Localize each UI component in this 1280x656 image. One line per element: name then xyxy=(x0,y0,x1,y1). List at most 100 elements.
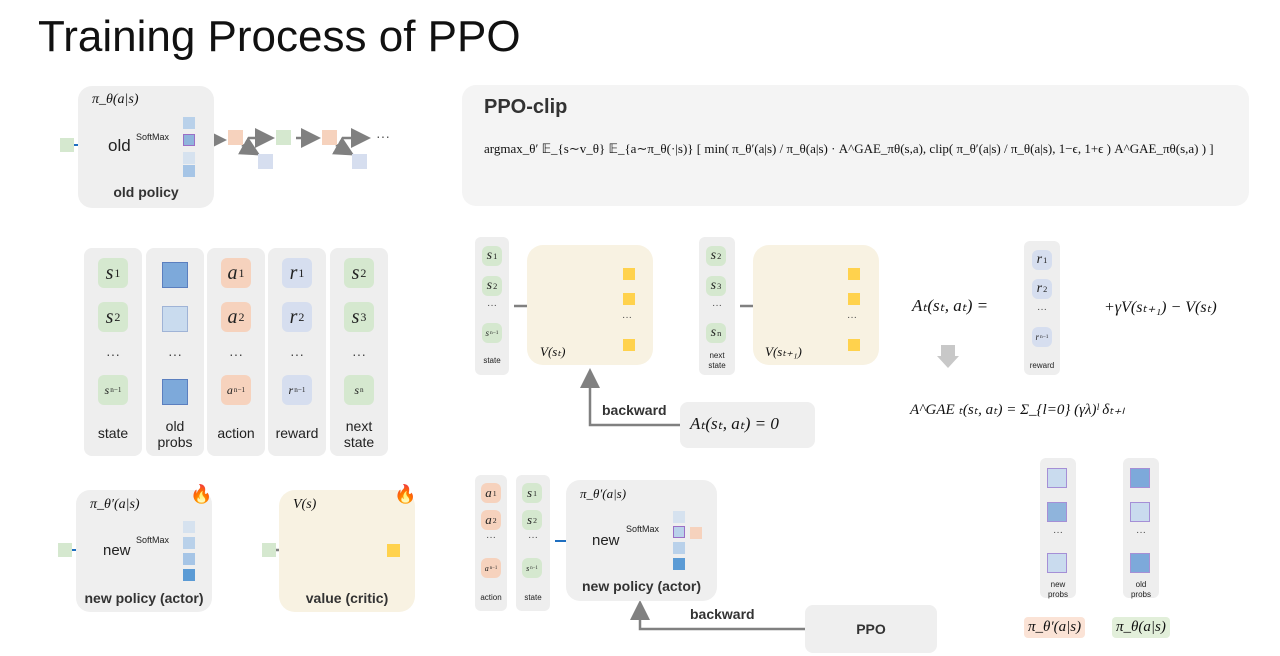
token-symbol: s xyxy=(486,248,493,263)
backward-label: backward xyxy=(602,402,667,418)
token-symbol: r xyxy=(289,305,298,328)
prob-square xyxy=(1047,553,1067,573)
new-softmax-label: SoftMax xyxy=(626,524,660,534)
value-output xyxy=(848,268,860,280)
ellipsis: ··· xyxy=(352,346,366,362)
value-output xyxy=(387,544,400,557)
ellipsis: ··· xyxy=(1053,527,1063,538)
ellipsis: ··· xyxy=(487,300,497,311)
advantage-lhs: Aₜ(sₜ, aₜ) = xyxy=(912,296,989,315)
token-symbol: r xyxy=(1036,281,1043,296)
token-index: n−1 xyxy=(490,330,499,336)
value-output xyxy=(848,293,860,305)
buffer-column-label: action xyxy=(217,425,255,441)
token-index: 1 xyxy=(114,265,121,280)
token-index: n xyxy=(717,328,722,338)
buffer-column-label: state xyxy=(97,425,129,441)
old-probs-label: old probs xyxy=(1130,580,1151,599)
token-index: 2 xyxy=(493,281,498,291)
ellipsis: ··· xyxy=(486,532,496,543)
backward-arrow xyxy=(580,368,680,427)
ppo-clip-title: PPO-clip xyxy=(484,96,568,118)
new-probs-formula: π_θ′(a|s) xyxy=(1024,617,1086,638)
critic-formula: V(s) xyxy=(293,497,317,512)
token-index: 2 xyxy=(717,251,722,261)
token-symbol: s xyxy=(486,278,493,293)
v-st1: V(sₜ₊₁) xyxy=(765,344,802,359)
ellipsis: ··· xyxy=(847,312,857,323)
backward-label-2: backward xyxy=(690,606,755,622)
prob-square xyxy=(1130,502,1150,522)
prob-square xyxy=(183,537,195,549)
ellipsis: ··· xyxy=(712,300,722,311)
prob-square xyxy=(183,521,195,533)
token-symbol: s xyxy=(526,563,530,573)
token-index: n xyxy=(360,386,364,394)
old-net-label: old xyxy=(108,136,131,155)
next-state-label: next state xyxy=(708,351,726,370)
down-arrow-icon xyxy=(941,345,955,357)
prob-square xyxy=(673,558,685,570)
token-symbol: s xyxy=(710,325,717,340)
token-index: 2 xyxy=(1043,284,1048,294)
actor-net-label: new xyxy=(103,542,131,559)
token-symbol: r xyxy=(1036,252,1043,267)
token-index: n−1 xyxy=(1040,334,1049,340)
token-symbol: r xyxy=(288,382,294,397)
token-index: 1 xyxy=(238,265,245,280)
ellipsis: ··· xyxy=(168,346,182,362)
prob-square xyxy=(183,553,195,565)
buffer-column-label: next state xyxy=(343,418,375,450)
value-output xyxy=(623,293,635,305)
new-policy-formula: π_θ′(a|s) xyxy=(580,486,627,501)
new-policy-label: new policy (actor) xyxy=(581,578,702,594)
token-symbol: a xyxy=(227,261,238,284)
token-index: 3 xyxy=(717,281,722,291)
token-index: 2 xyxy=(298,309,305,324)
old-prob-square xyxy=(162,306,188,332)
token-index: 1 xyxy=(1043,255,1048,265)
token-index: n−1 xyxy=(294,386,306,394)
token-index: 3 xyxy=(360,309,367,324)
ppo-box: PPO xyxy=(805,605,937,653)
action-token xyxy=(228,130,243,145)
advantage-rhs: +γV(sₜ₊₁) − V(sₜ) xyxy=(1104,299,1217,316)
token-index: n−1 xyxy=(110,386,122,394)
token-symbol: a xyxy=(484,563,489,573)
token-symbol: a xyxy=(227,305,238,328)
action-token xyxy=(322,130,337,145)
ellipsis: ··· xyxy=(290,346,304,362)
gae-formula: A^GAE ₜ(sₜ, aₜ) = Σ_{l=0} (γλ)ˡ δₜ₊ₗ xyxy=(910,402,1125,418)
token-symbol: s xyxy=(485,328,490,338)
old-policy-label: old policy xyxy=(113,184,179,200)
old-probs-formula: π_θ(a|s) xyxy=(1112,617,1170,638)
token-symbol: a xyxy=(226,382,233,397)
down-arrow-head xyxy=(937,356,959,368)
token-index: 2 xyxy=(114,309,121,324)
old-policy-formula: π_θ(a|s) xyxy=(92,92,139,107)
critic-label: value (critic) xyxy=(305,590,389,606)
prob-square xyxy=(1047,502,1067,522)
token-symbol: s xyxy=(351,261,360,284)
token-symbol: a xyxy=(485,485,492,500)
